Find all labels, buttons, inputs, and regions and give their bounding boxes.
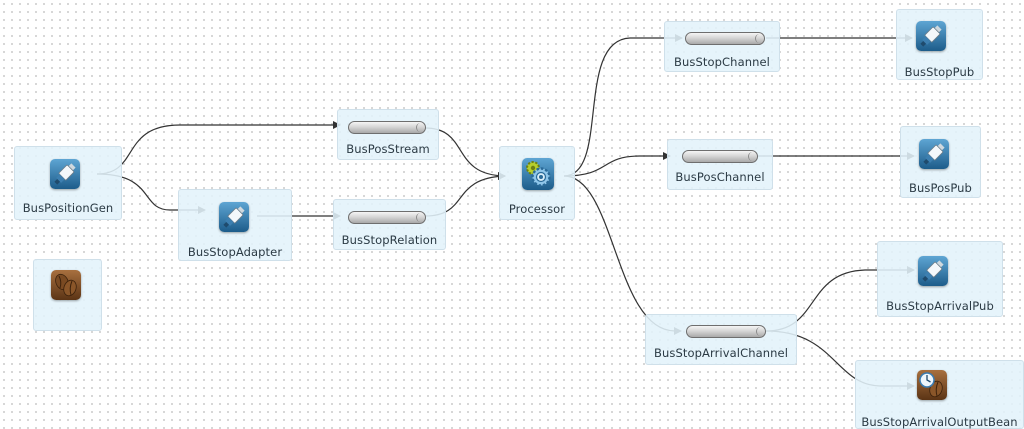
adapter-plug-icon bbox=[919, 139, 949, 169]
node-bus-stop-pub[interactable]: BusStopPub bbox=[896, 9, 983, 80]
coffee-bean-icon bbox=[51, 270, 81, 300]
edge-processor-busposchannel[interactable] bbox=[563, 152, 671, 177]
node-label: BusStopChannel bbox=[674, 55, 770, 69]
node-label: Processor bbox=[508, 202, 566, 216]
node-label: BusStopPub bbox=[904, 65, 975, 79]
node-label: BusStopAdapter bbox=[187, 245, 283, 259]
adapter-plug-icon bbox=[916, 21, 946, 51]
node-label: BusStopArrivalOutputBean bbox=[861, 415, 1018, 429]
channel-pipe-icon bbox=[685, 32, 765, 45]
bean-clock-icon bbox=[917, 370, 947, 400]
node-bus-stop-channel[interactable]: BusStopChannel bbox=[664, 21, 780, 72]
adapter-plug-icon bbox=[219, 202, 249, 232]
channel-pipe-icon bbox=[682, 150, 758, 163]
node-label: BusStopRelation bbox=[341, 233, 438, 247]
channel-pipe-icon bbox=[686, 325, 766, 338]
node-bus-pos-channel[interactable]: BusPosChannel bbox=[667, 139, 773, 190]
node-processor[interactable]: Processor bbox=[499, 146, 575, 220]
node-label: BusPosStream bbox=[346, 142, 430, 156]
node-bus-pos-stream[interactable]: BusPosStream bbox=[337, 109, 439, 160]
node-bus-stop-relation[interactable]: BusStopRelation bbox=[333, 199, 446, 250]
node-bus-pos-pub[interactable]: BusPosPub bbox=[900, 126, 981, 198]
node-bus-stop-arrival-pub[interactable]: BusStopArrivalPub bbox=[877, 241, 1003, 317]
node-label: BusStopArrivalChannel bbox=[654, 346, 788, 360]
edge-buspositiongen-busposstream[interactable] bbox=[96, 121, 341, 175]
edge-processor-busstopchannel[interactable] bbox=[563, 34, 683, 177]
node-bus-stop-arrival-output-bean[interactable]: BusStopArrivalOutputBean bbox=[855, 360, 1024, 429]
node-label: BusPositionGen bbox=[22, 201, 114, 215]
adapter-plug-icon bbox=[50, 159, 80, 189]
node-bus-position-gen[interactable]: BusPositionGen bbox=[14, 146, 122, 220]
channel-pipe-icon bbox=[348, 121, 426, 134]
edge-processor-busstoparrivalchannel[interactable] bbox=[563, 175, 682, 335]
adapter-plug-icon bbox=[918, 256, 948, 286]
node-label: BusStopArrivalPub bbox=[886, 299, 994, 313]
node-bus-stop-adapter[interactable]: BusStopAdapter bbox=[178, 189, 292, 261]
processor-gear-icon bbox=[522, 158, 554, 190]
node-bus-stop-arrival-channel[interactable]: BusStopArrivalChannel bbox=[645, 314, 797, 365]
node-label: BusPosPub bbox=[909, 181, 972, 195]
node-label: BusPosChannel bbox=[675, 170, 765, 184]
node-bean-unnamed[interactable] bbox=[33, 259, 102, 331]
channel-pipe-icon bbox=[348, 211, 426, 224]
